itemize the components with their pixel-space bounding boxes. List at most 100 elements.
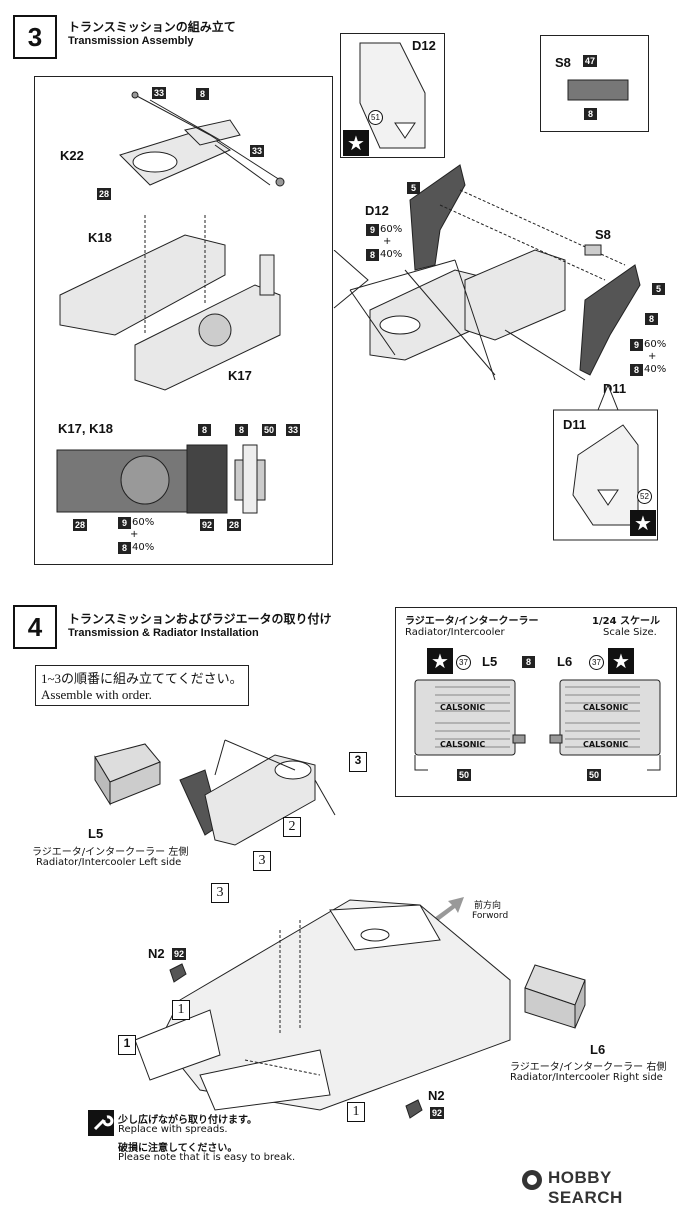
s8-assembly-label: S8	[595, 227, 611, 242]
k17-label: K17	[228, 368, 252, 383]
s8-part-47: 47	[583, 55, 598, 67]
l6-radiator-drawing	[524, 964, 586, 1029]
ref-step1-box: 1	[118, 1035, 136, 1055]
step4-number: 4	[13, 605, 57, 649]
seq-3a-box: 3	[253, 851, 271, 871]
n2a-part-drawing	[169, 963, 187, 983]
part-33a: 33	[152, 87, 167, 99]
seq-1b-box: 1	[347, 1102, 365, 1122]
part-8d: 8	[630, 364, 643, 376]
part-50: 50	[262, 424, 277, 436]
k17k18-label: K17, K18	[58, 421, 113, 436]
d12-circle-51: 51	[368, 110, 383, 125]
n2b-label: N2	[428, 1088, 445, 1103]
step3-title-jp: トランスミッションの組み立て	[68, 20, 236, 34]
seq-1a-box: 1	[172, 1000, 190, 1020]
seq-3b-box: 3	[211, 883, 229, 903]
d12-assembly-label: D12	[365, 203, 389, 218]
part-8g: 8	[118, 542, 131, 554]
n2b-part: 92	[430, 1107, 445, 1119]
l5-label: L5	[88, 826, 104, 841]
part-8b: 8	[366, 249, 379, 261]
k18-k17-drawing	[59, 215, 281, 391]
part-28a: 28	[97, 188, 112, 200]
inset-star-right-icon: ★	[608, 648, 634, 674]
d11-circle-52: 52	[637, 489, 652, 504]
part-8e: 8	[198, 424, 211, 436]
inset-part-50a: 50	[457, 769, 472, 781]
note-en2: Please note that it is easy to break.	[118, 1152, 296, 1163]
inset-part-8: 8	[522, 656, 535, 668]
step4-title-jp: トランスミッションおよびラジエータの取り付け	[68, 612, 332, 626]
mix-plus-a: +	[383, 236, 392, 247]
note-en1: Replace with spreads.	[118, 1124, 228, 1135]
inset-brand-l6-top: CALSONIC	[583, 703, 629, 712]
inset-title-jp: ラジエータ/インタークーラー	[405, 616, 539, 627]
inset-title-en: Radiator/Intercooler	[405, 627, 505, 638]
inset-star-left-icon: ★	[427, 648, 453, 674]
n2a-label: N2	[148, 946, 165, 961]
step3-pointer	[333, 250, 369, 309]
inset-brand-l6-bottom: CALSONIC	[583, 740, 629, 749]
mix-60-b: 60%	[644, 339, 667, 350]
l6-en: Radiator/Intercooler Right side	[510, 1072, 663, 1083]
step4-transmission-drawing	[179, 739, 336, 846]
order-note-en: Assemble with order.	[41, 687, 152, 702]
inset-brand-l5-bottom: CALSONIC	[440, 740, 486, 749]
inset-scale-en: Scale Size.	[603, 627, 657, 638]
chassis-drawing	[134, 899, 511, 1111]
part-28c: 28	[227, 519, 242, 531]
d11-callout-label: D11	[563, 417, 587, 432]
forward-arrow-icon	[430, 897, 464, 924]
k17k18-detail-drawing	[56, 444, 266, 514]
order-note-box: 1~3の順番に組み立ててください。 Assemble with order.	[35, 665, 249, 706]
step3-number: 3	[13, 15, 57, 59]
s8-part-8: 8	[584, 108, 597, 120]
inset-brand-l5-top: CALSONIC	[440, 703, 486, 712]
part-9b: 9	[630, 339, 643, 351]
part-8c: 8	[645, 313, 658, 325]
part-5b: 5	[652, 283, 665, 295]
mix-40-c: 40%	[132, 542, 155, 553]
part-8f: 8	[235, 424, 248, 436]
k22-label: K22	[60, 148, 84, 163]
inset-part-50b: 50	[587, 769, 602, 781]
note-jp1: 少し広げながら取り付けます。	[118, 1115, 257, 1126]
k22-part-drawing	[119, 91, 285, 187]
step4-title-en: Transmission & Radiator Installation	[68, 627, 259, 639]
ref-step3-box: 3	[349, 752, 367, 772]
part-28b: 28	[73, 519, 88, 531]
mix-plus-c: +	[130, 529, 139, 540]
s8-callout-box	[540, 35, 649, 132]
d12-callout-label: D12	[412, 38, 436, 53]
l6-label: L6	[590, 1042, 606, 1057]
step3-title-en: Transmission Assembly	[68, 35, 194, 47]
n2a-part: 92	[172, 948, 187, 960]
wrench-icon	[88, 1110, 114, 1136]
mix-40-a: 40%	[380, 249, 403, 260]
part-33b: 33	[250, 145, 265, 157]
step3-assembly-drawing	[349, 164, 641, 381]
watermark-text: HOBBY SEARCH	[548, 1168, 623, 1207]
d12-star-icon: ★	[343, 130, 369, 156]
note-jp2: 破損に注意してください。	[118, 1143, 238, 1154]
part-9a: 9	[366, 224, 379, 236]
part-9c: 9	[118, 517, 131, 529]
order-note-jp: 1~3の順番に組み立ててください。	[41, 671, 243, 686]
l6-jp: ラジエータ/インタークーラー 右側	[510, 1062, 667, 1073]
inset-scale-jp: 1/24 スケール	[592, 616, 661, 627]
inset-circle-37a: 37	[456, 655, 471, 670]
n2b-part-drawing	[405, 1099, 423, 1119]
l5-jp: ラジエータ/インタークーラー 左側	[32, 847, 189, 858]
inset-radiators-drawing	[414, 679, 661, 771]
inset-circle-37b: 37	[589, 655, 604, 670]
k18-label: K18	[88, 230, 112, 245]
forward-en: Forword	[472, 911, 509, 921]
part-33c: 33	[286, 424, 301, 436]
mix-plus-b: +	[648, 351, 657, 362]
forward-jp: 前方向	[474, 901, 502, 911]
part-5a: 5	[407, 182, 420, 194]
l5-en: Radiator/Intercooler Left side	[36, 857, 182, 868]
mix-60-a: 60%	[380, 224, 403, 235]
l5-radiator-drawing	[94, 743, 161, 806]
